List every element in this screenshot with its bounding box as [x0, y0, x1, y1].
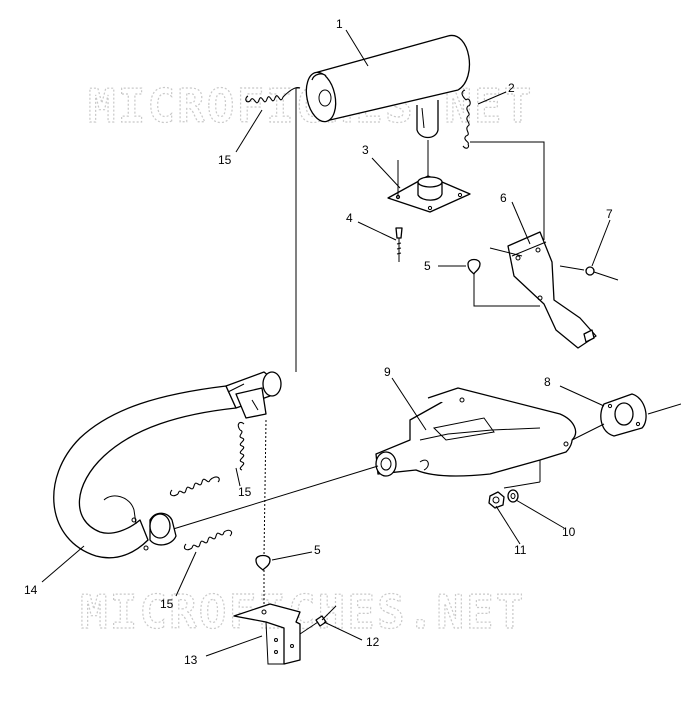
gasket-extension-line: [647, 403, 681, 415]
grommet-guide-line: [473, 274, 540, 307]
callout-14: 14: [24, 583, 38, 597]
bolt-part: [585, 266, 619, 281]
watermark-bottom: MICROFICHES.NET: [80, 585, 525, 639]
muffler-to-pipe-line: [295, 87, 300, 372]
muffler-part: [305, 35, 471, 139]
spring-lower-part: [183, 529, 233, 551]
hanger-guide-line: [263, 419, 267, 557]
spring-top-right-part: [461, 89, 471, 149]
callout-leaders: [41, 29, 611, 657]
grommet-top-part: [467, 258, 481, 275]
manifold-part: [375, 387, 577, 482]
spring-to-bracket-line: [470, 141, 545, 240]
callout-2: 2: [508, 81, 515, 95]
callout-15-mid: 15: [238, 485, 252, 499]
callout-9: 9: [384, 365, 391, 379]
bracket-bolt-line: [489, 247, 523, 257]
manifold-stud-line: [503, 481, 541, 489]
callout-12: 12: [366, 635, 380, 649]
grommet-bottom-part: [255, 554, 271, 571]
callout-5-bottom: 5: [314, 543, 321, 557]
manifold-gasket-line: [571, 423, 605, 441]
spring-mid-vertical-part: [237, 421, 245, 471]
callout-3: 3: [362, 143, 369, 157]
expansion-pipe-part: [53, 371, 282, 559]
mount-plate-part: [387, 175, 471, 213]
callout-11: 11: [514, 543, 527, 557]
callout-15-bottom: 15: [160, 597, 174, 611]
screw-part: [299, 605, 337, 635]
callout-1: 1: [336, 17, 343, 31]
callout-7: 7: [606, 207, 613, 221]
gasket-part: [600, 393, 647, 437]
callout-4: 4: [346, 211, 353, 225]
washer-part: [507, 489, 519, 503]
callout-13: 13: [184, 653, 198, 667]
callout-5-top: 5: [424, 259, 431, 273]
callout-labels: 1 2 3 4 5 6 7 8 9 10 11 12 13 14 15 15 1…: [24, 17, 613, 667]
stud-part: [395, 227, 403, 262]
bracket-part: [507, 231, 597, 349]
nut-part: [488, 491, 505, 509]
bolt-guide-line: [559, 265, 585, 271]
callout-8: 8: [544, 375, 551, 389]
hanger-bracket-part: [233, 603, 301, 665]
spring-mid-horizontal-part: [169, 476, 220, 497]
pipe-to-manifold-line: [169, 465, 379, 531]
callout-10: 10: [562, 525, 576, 539]
callout-15-top: 15: [218, 153, 232, 167]
callout-6: 6: [500, 191, 507, 205]
